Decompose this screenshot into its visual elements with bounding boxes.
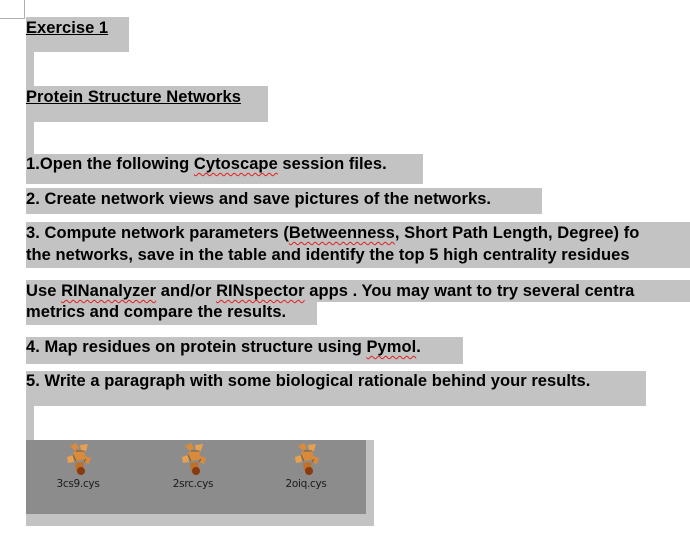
step-2: 2. Create network views and save picture…	[26, 190, 492, 208]
spellcheck-word[interactable]: RINanalyzer	[61, 282, 157, 300]
spellcheck-word[interactable]: RINspector	[216, 282, 305, 300]
step-1: 1.Open the following Cytoscape session f…	[26, 154, 387, 175]
selection-highlight	[26, 280, 690, 302]
embedded-file[interactable]: 2oiq.cys	[256, 440, 356, 514]
cytoscape-file-icon	[295, 443, 319, 475]
step-5: 5. Write a paragraph with some biologica…	[26, 372, 591, 390]
selection-highlight	[26, 371, 646, 406]
step-4: 4. Map residues on protein structure usi…	[26, 337, 421, 358]
step-3-text: 3. Compute network parameters (	[26, 224, 289, 242]
selection-highlight	[26, 222, 690, 268]
cytoscape-file-icon	[182, 443, 206, 475]
selection-highlight	[26, 52, 34, 86]
spellcheck-word[interactable]: Pymol	[366, 338, 417, 356]
note-text-mid: and/or	[156, 282, 217, 300]
step-4-text-end: .	[416, 338, 421, 356]
embedded-file[interactable]: 2src.cys	[143, 440, 243, 514]
step-4-text: 4. Map residues on protein structure usi…	[26, 338, 367, 356]
embedded-file[interactable]: 3cs9.cys	[28, 440, 128, 514]
note-line-2: metrics and compare the results.	[26, 303, 287, 321]
step-1-text-end: session files.	[277, 155, 387, 173]
step-3-line-2: the networks, save in the table and iden…	[26, 246, 630, 264]
note-text-end: apps . You may want to try several centr…	[304, 282, 635, 300]
note-apps: Use RINanalyzer and/or RINspector apps .…	[26, 281, 634, 302]
step-3: 3. Compute network parameters (Betweenne…	[26, 223, 639, 244]
selection-highlight	[26, 122, 34, 154]
selection-highlight	[26, 406, 34, 440]
exercise-title: Exercise 1	[26, 19, 109, 37]
selection-highlight	[26, 302, 317, 325]
file-name: 2oiq.cys	[285, 478, 327, 490]
spellcheck-word[interactable]: Betweenness	[288, 224, 395, 242]
step-3-text-end: , Short Path Length, Degree) fo	[394, 224, 640, 242]
section-title: Protein Structure Networks	[26, 88, 241, 106]
selection-highlight	[26, 86, 268, 122]
step-1-text: 1.Open the following	[26, 155, 194, 173]
embedded-files-panel: 3cs9.cys 2src.cys 2oiq.cys	[26, 440, 366, 514]
selection-highlight	[26, 188, 542, 214]
selection-highlight	[26, 337, 463, 364]
spellcheck-word[interactable]: Cytoscape	[193, 155, 278, 173]
selection-highlight	[26, 17, 129, 52]
cytoscape-file-icon	[67, 443, 91, 475]
note-text: Use	[26, 282, 62, 300]
selection-highlight	[26, 154, 423, 184]
file-name: 3cs9.cys	[56, 478, 100, 490]
file-name: 2src.cys	[172, 478, 214, 490]
margin-corner-mark	[0, 0, 25, 19]
